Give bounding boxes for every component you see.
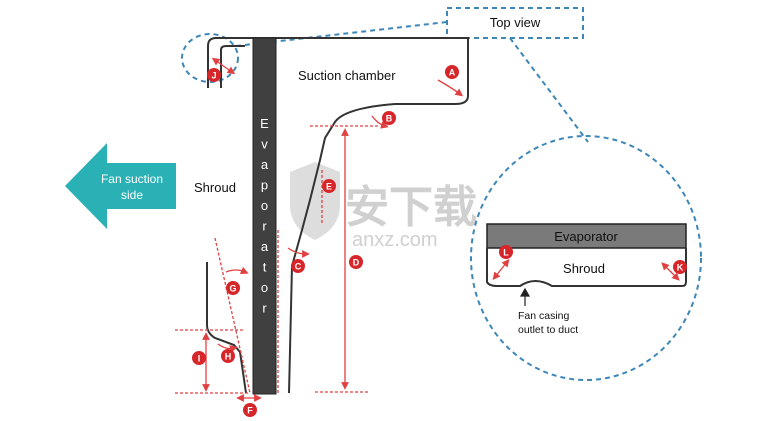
watermark-url: anxz.com [352,229,438,251]
dimension-lines [175,57,464,402]
svg-text:G: G [229,284,236,294]
marker-g: G [226,281,240,295]
inset-evaporator-bar [486,223,687,249]
marker-f: F [243,403,257,417]
suction-chamber-label: Suction chamber [298,68,396,83]
marker-k: K [673,260,687,274]
inset-top-view: Evaporator Shroud L K Fan casing outlet … [486,223,687,336]
svg-text:E: E [326,182,332,192]
marker-i: I [192,351,206,365]
watermark-shield-icon [290,162,340,240]
svg-text:F: F [247,406,253,416]
svg-text:H: H [225,352,232,362]
marker-e: E [322,179,336,193]
marker-c: C [291,259,305,273]
evaporator-letter: r [262,219,267,234]
evaporator-letter: a [261,157,269,172]
svg-text:I: I [198,354,201,364]
fan-casing-line2: outlet to duct [518,324,578,336]
inset-evaporator-label: Evaporator [554,229,618,244]
evaporator-letter: o [261,280,268,295]
fan-suction-arrow: Fan suction side [65,143,176,229]
top-view-box [446,7,584,39]
inset-circle [470,135,702,381]
inset-shroud-label: Shroud [563,261,605,276]
evaporator-letter: v [261,137,268,152]
evaporator-bar: Evaporator [252,37,277,395]
svg-text:K: K [677,263,684,273]
evaporator-letter: p [261,178,268,193]
svg-text:B: B [386,114,393,124]
fan-suction-line1: Fan suction [101,172,163,186]
evaporator-letter: a [261,239,269,254]
svg-text:A: A [449,68,456,78]
marker-h: H [221,349,235,363]
duct-outline [206,37,469,394]
evaporator-letter: t [263,260,267,275]
evaporator-letter: o [261,198,268,213]
fan-suction-line2: side [121,188,143,202]
evaporator-letter: E [260,116,269,131]
top-view-label: Top view [490,15,541,30]
svg-text:L: L [503,248,509,258]
watermark: 安下载 anxz.com [290,162,477,251]
fan-casing-line1: Fan casing [518,310,570,322]
shroud-main-label: Shroud [194,180,236,195]
marker-j: J [207,68,221,82]
svg-text:C: C [295,262,302,272]
evaporator-letter: r [262,301,267,316]
marker-l: L [499,245,513,259]
markers: A B E C D G H I F J [192,65,459,417]
top-view-callout [181,7,702,381]
svg-text:D: D [353,258,360,268]
marker-b: B [382,111,396,125]
watermark-cn: 安下载 [345,183,477,232]
svg-text:J: J [211,71,216,81]
marker-a: A [445,65,459,79]
marker-d: D [349,255,363,269]
fan-casing-arrow [519,287,531,306]
callout-circle-j [181,33,239,83]
